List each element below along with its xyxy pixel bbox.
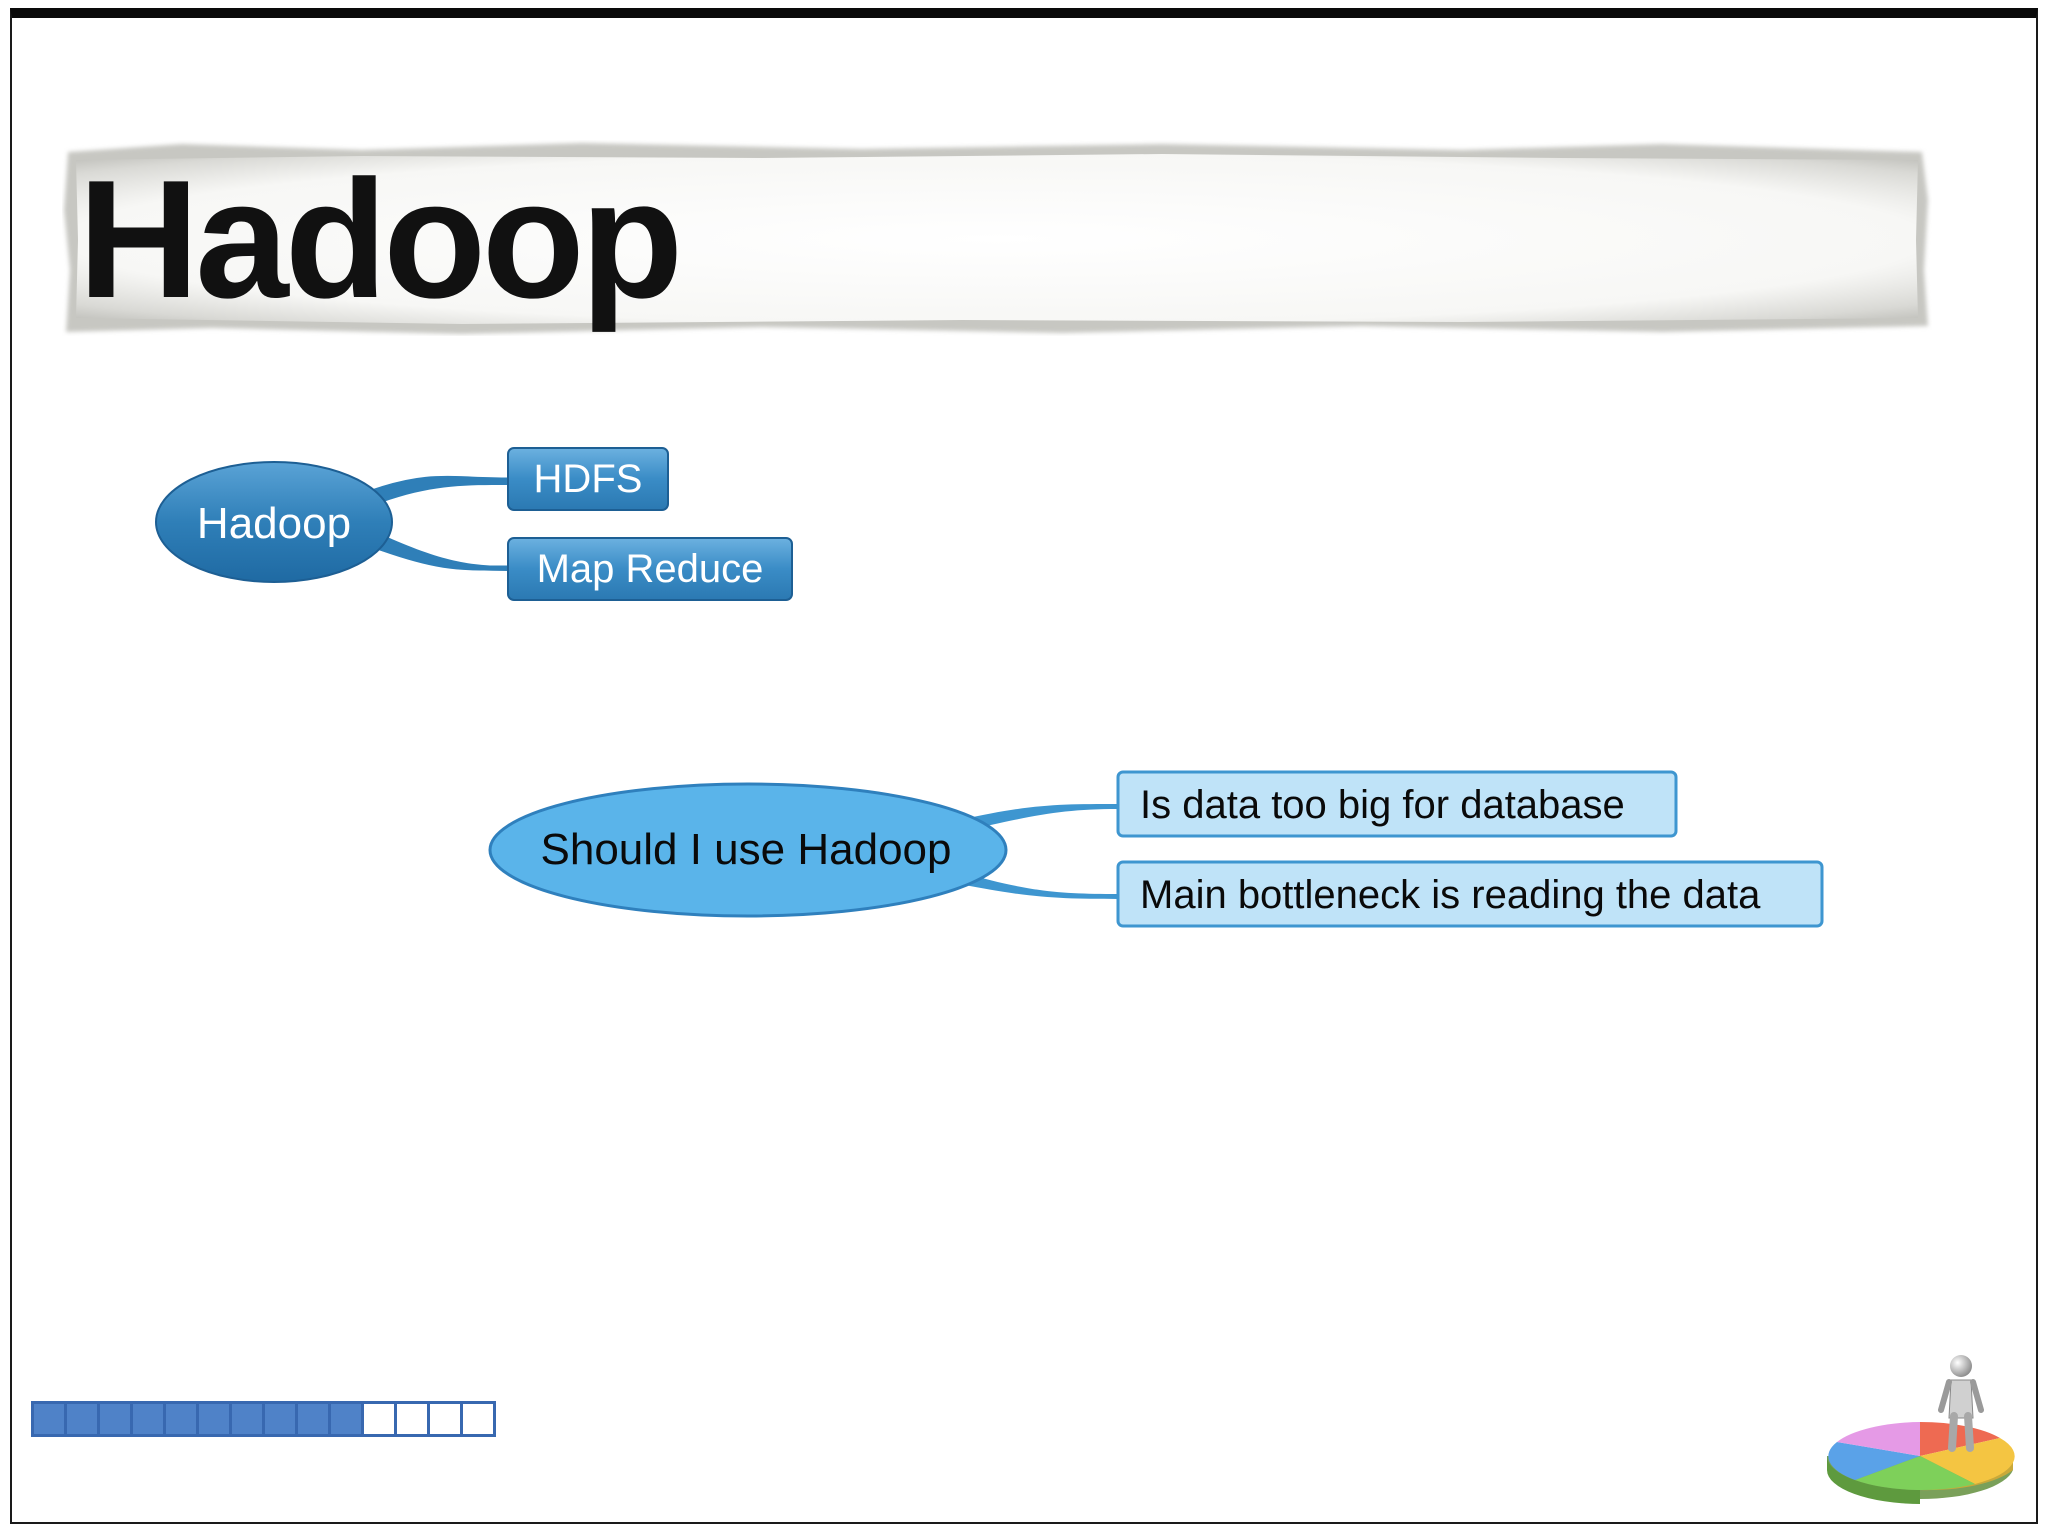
progress-cell xyxy=(34,1404,67,1434)
root-node-question-shape[interactable] xyxy=(488,782,1008,918)
mindmap-2-root[interactable]: Should I use Hadoop xyxy=(488,782,1008,918)
connector-hadoop-hdfs-fill xyxy=(372,476,510,506)
progress-cell xyxy=(67,1404,100,1434)
mindmap-1-child-hdfs[interactable]: HDFS xyxy=(507,447,669,511)
progress-cell xyxy=(298,1404,331,1434)
mindmap-2-child-bigdata[interactable]: Is data too big for database xyxy=(1116,770,1678,838)
progress-cell xyxy=(166,1404,199,1434)
progress-cell xyxy=(265,1404,298,1434)
child-node-bigdata-label: Is data too big for database xyxy=(1140,783,1625,827)
connector-question-bottleneck xyxy=(960,872,1118,899)
mindmap-1-child-mapreduce[interactable]: Map Reduce xyxy=(507,537,793,601)
root-node-question-label: Should I use Hadoop xyxy=(541,825,952,874)
slide-title: Hadoop xyxy=(78,145,683,333)
child-node-hdfs-label: HDFS xyxy=(534,457,643,501)
progress-cell xyxy=(430,1404,463,1434)
progress-cell xyxy=(100,1404,133,1434)
progress-cell xyxy=(232,1404,265,1434)
child-node-hdfs-shape[interactable] xyxy=(507,447,669,511)
progress-cell xyxy=(463,1404,493,1434)
root-node-hadoop-shape[interactable] xyxy=(155,461,393,583)
progress-cell xyxy=(364,1404,397,1434)
connector-hadoop-mapreduce-fill xyxy=(372,530,510,571)
progress-cell xyxy=(331,1404,364,1434)
title-banner xyxy=(62,140,1932,336)
mindmap-2-child-bottleneck[interactable]: Main bottleneck is reading the data xyxy=(1116,860,1824,928)
progress-cell xyxy=(397,1404,430,1434)
child-node-bottleneck-label: Main bottleneck is reading the data xyxy=(1140,873,1761,917)
progress-cell xyxy=(199,1404,232,1434)
slide-progress-bar xyxy=(31,1401,496,1437)
child-node-bigdata-shape[interactable] xyxy=(1116,770,1678,838)
child-node-mapreduce-label: Map Reduce xyxy=(537,547,764,591)
pie-chart-with-figure-icon xyxy=(1815,1352,2025,1517)
root-node-hadoop-label: Hadoop xyxy=(197,499,351,548)
child-node-bottleneck-shape[interactable] xyxy=(1116,860,1824,928)
connector-question-bigdata xyxy=(960,804,1118,832)
progress-cell xyxy=(133,1404,166,1434)
child-node-mapreduce-shape[interactable] xyxy=(507,537,793,601)
mindmap-1-connectors xyxy=(371,475,511,571)
mindmap-1-root[interactable]: Hadoop xyxy=(155,461,393,583)
mindmap-2-connectors xyxy=(960,804,1118,899)
